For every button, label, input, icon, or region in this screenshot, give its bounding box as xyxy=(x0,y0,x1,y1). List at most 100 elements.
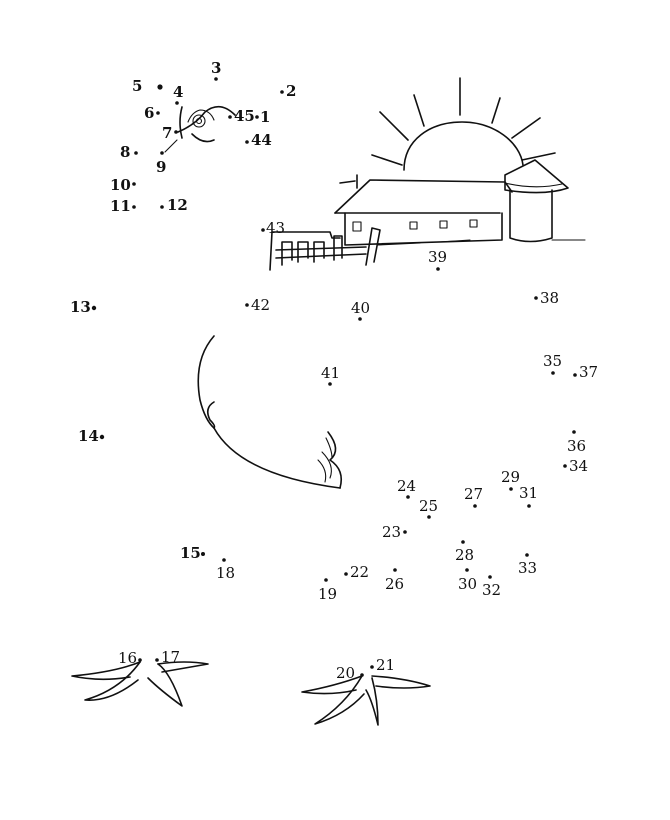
fence-drawing xyxy=(269,227,586,271)
dot-label-6: 6 xyxy=(144,104,154,122)
dot-label-16: 16 xyxy=(118,649,137,667)
dot-24 xyxy=(406,495,410,499)
dot-label-39: 39 xyxy=(428,248,447,266)
dot-label-27: 27 xyxy=(464,485,483,503)
dot-label-17: 17 xyxy=(161,648,180,666)
dot-label-15: 15 xyxy=(180,544,201,562)
dot-label-4: 4 xyxy=(173,83,183,101)
dot-label-26: 26 xyxy=(385,575,404,593)
farm-scene-drawing xyxy=(269,77,586,271)
dot-label-19: 19 xyxy=(318,585,337,603)
dot-21 xyxy=(370,665,374,669)
dot-8 xyxy=(134,151,138,155)
sun-drawing xyxy=(371,77,556,171)
dot-5 xyxy=(157,84,163,90)
dot-label-41: 41 xyxy=(321,364,340,382)
dot-4 xyxy=(175,101,179,105)
left-foot-drawing xyxy=(71,661,209,707)
dot-label-2: 2 xyxy=(286,82,296,100)
dot-7 xyxy=(174,130,178,134)
dot-label-25: 25 xyxy=(419,497,438,515)
dot-44 xyxy=(245,140,249,144)
dot-label-12: 12 xyxy=(167,196,188,214)
dot-42 xyxy=(245,303,249,307)
dot-label-43: 43 xyxy=(266,219,285,237)
dot-label-13: 13 xyxy=(70,298,91,316)
dot-label-29: 29 xyxy=(501,468,520,486)
dot-11 xyxy=(132,205,136,209)
right-foot-drawing xyxy=(301,675,431,726)
dot-35 xyxy=(551,371,555,375)
dot-label-8: 8 xyxy=(120,143,130,161)
dot-label-9: 9 xyxy=(156,158,166,176)
dot-label-30: 30 xyxy=(458,575,477,593)
dot-label-18: 18 xyxy=(216,564,235,582)
dot-38 xyxy=(534,296,538,300)
dot-label-34: 34 xyxy=(569,457,588,475)
dot-9 xyxy=(160,151,164,155)
dot-16 xyxy=(138,658,142,662)
dot-label-11: 11 xyxy=(110,197,131,215)
dot-label-33: 33 xyxy=(518,559,537,577)
dot-12 xyxy=(160,205,164,209)
dot-label-40: 40 xyxy=(351,299,370,317)
dot-33 xyxy=(525,553,529,557)
dot-label-3: 3 xyxy=(211,59,221,77)
dot-40 xyxy=(358,317,362,321)
dot-label-32: 32 xyxy=(482,581,501,599)
barn-drawing xyxy=(334,174,513,246)
dot-45 xyxy=(228,115,232,119)
dot-label-45: 45 xyxy=(234,107,255,125)
dot-22 xyxy=(344,572,348,576)
dot-31 xyxy=(527,504,531,508)
duck-eye-drawing xyxy=(164,105,236,153)
dot-32 xyxy=(488,575,492,579)
dot-15 xyxy=(201,552,205,556)
dot-23 xyxy=(403,530,407,534)
dot-label-24: 24 xyxy=(397,477,416,495)
dot-26 xyxy=(393,568,397,572)
dot-17 xyxy=(155,658,159,662)
dot-39 xyxy=(436,267,440,271)
numbered-dots: 1 2 3 4 5 6 7 8 9 10 11 12 13 14 15 16 1 xyxy=(70,59,598,682)
dot-6 xyxy=(156,111,160,115)
dot-41 xyxy=(328,382,332,386)
dot-label-44: 44 xyxy=(251,131,272,149)
dot-37 xyxy=(573,373,577,377)
dot-label-37: 37 xyxy=(579,363,598,381)
dot-27 xyxy=(473,504,477,508)
duck-wing-drawing xyxy=(197,335,343,489)
dot-label-23: 23 xyxy=(382,523,401,541)
dot-1 xyxy=(255,115,259,119)
dot-19 xyxy=(324,578,328,582)
silo-drawing xyxy=(504,159,569,243)
dot-label-28: 28 xyxy=(455,546,474,564)
dot-13 xyxy=(91,305,97,311)
dot-label-1: 1 xyxy=(260,108,270,126)
dot-label-20: 20 xyxy=(336,664,355,682)
dot-18 xyxy=(222,558,226,562)
dot-28 xyxy=(461,540,465,544)
dot-34 xyxy=(563,464,567,468)
dot-label-31: 31 xyxy=(519,484,538,502)
dot-43 xyxy=(261,228,265,232)
dot-label-42: 42 xyxy=(251,296,270,314)
dot-36 xyxy=(572,430,576,434)
dot-label-5: 5 xyxy=(132,77,142,95)
dot-label-10: 10 xyxy=(110,176,131,194)
dot-20 xyxy=(360,673,364,677)
dot-label-22: 22 xyxy=(350,563,369,581)
dot-label-38: 38 xyxy=(540,289,559,307)
dot-label-35: 35 xyxy=(543,352,562,370)
dot-label-21: 21 xyxy=(376,656,395,674)
dot-14 xyxy=(99,434,105,440)
dot-label-14: 14 xyxy=(78,427,99,445)
dot-30 xyxy=(465,568,469,572)
dot-3 xyxy=(214,77,218,81)
dot-2 xyxy=(280,90,284,94)
dot-label-7: 7 xyxy=(162,124,172,142)
dot-25 xyxy=(427,515,431,519)
dot-label-36: 36 xyxy=(567,437,586,455)
dot-29 xyxy=(509,487,513,491)
